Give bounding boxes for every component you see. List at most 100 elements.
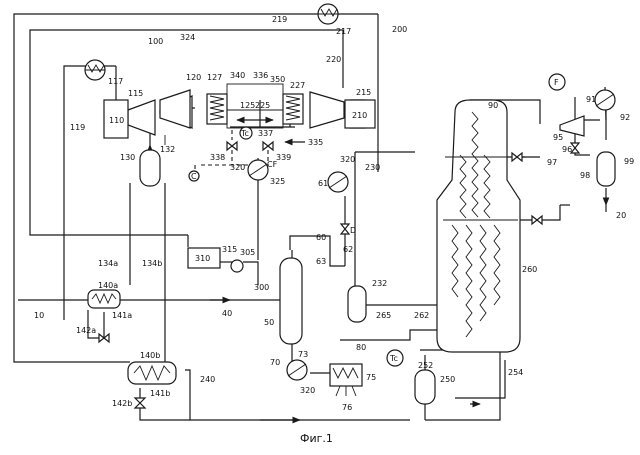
label-76: 76	[342, 403, 352, 412]
label-142a: 142a	[76, 326, 96, 335]
label-134a: 134a	[98, 259, 118, 268]
label-92: 92	[620, 113, 630, 122]
label-61: 61	[318, 179, 328, 188]
label-127: 127	[207, 73, 222, 82]
label-98: 98	[580, 171, 590, 180]
label-200: 200	[392, 25, 407, 34]
label-50: 50	[264, 318, 274, 327]
separator-250	[415, 370, 435, 404]
label-220: 220	[326, 55, 341, 64]
label-75: 75	[366, 373, 376, 382]
exchanger-140b	[128, 362, 176, 384]
separator-99	[597, 152, 615, 186]
labels: 200 219 217 324 100 117 119 115 110 120 …	[34, 15, 634, 412]
label-254: 254	[508, 368, 523, 377]
label-134b: 134b	[142, 259, 162, 268]
label-225: 225	[255, 101, 270, 110]
label-60: 60	[316, 233, 326, 242]
separator-132	[140, 150, 160, 186]
label-62: 62	[343, 245, 353, 254]
label-132: 132	[160, 145, 175, 154]
label-119: 119	[70, 123, 85, 132]
label-230: 230	[365, 163, 380, 172]
label-265: 265	[376, 311, 391, 320]
label-250: 250	[440, 375, 455, 384]
label-320a: 320	[230, 163, 245, 172]
label-320c: 320	[300, 386, 315, 395]
label-91: 91	[586, 95, 596, 104]
heat-exchanger-127	[207, 94, 227, 124]
label-305: 305	[240, 248, 255, 257]
collector-75	[330, 364, 362, 396]
label-240: 240	[200, 375, 215, 384]
heat-exchanger-227	[283, 94, 303, 124]
label-c: C	[191, 172, 197, 181]
label-262: 262	[414, 311, 429, 320]
label-99: 99	[624, 157, 634, 166]
label-339: 339	[276, 153, 291, 162]
label-117: 117	[108, 77, 123, 86]
label-40: 40	[222, 309, 232, 318]
label-20: 20	[616, 211, 626, 220]
cooler-91	[595, 90, 615, 110]
label-140a: 140a	[98, 281, 118, 290]
label-cf: CF	[267, 160, 278, 169]
cooler-117	[85, 60, 105, 80]
label-141b: 141b	[150, 389, 170, 398]
label-tc-1: Tc	[240, 129, 249, 138]
label-96: 96	[562, 145, 572, 154]
cooler-73	[287, 360, 307, 380]
label-310: 310	[195, 254, 210, 263]
label-140b: 140b	[140, 351, 160, 360]
label-120: 120	[186, 73, 201, 82]
label-337: 337	[258, 129, 273, 138]
label-141a: 141a	[112, 311, 132, 320]
label-252: 252	[418, 361, 433, 370]
label-320b: 320	[340, 155, 355, 164]
pump-305	[231, 260, 243, 272]
label-tc-2: Tc	[389, 354, 398, 363]
label-10: 10	[34, 311, 44, 320]
label-95: 95	[553, 133, 563, 142]
cooler-217	[318, 4, 338, 24]
label-80: 80	[356, 343, 366, 352]
label-217: 217	[336, 27, 351, 36]
label-70: 70	[270, 358, 280, 367]
label-215: 215	[356, 88, 371, 97]
label-335: 335	[308, 138, 323, 147]
label-130: 130	[120, 153, 135, 162]
label-210: 210	[352, 111, 367, 120]
label-100: 100	[148, 37, 163, 46]
label-350: 350	[270, 75, 285, 84]
label-324: 324	[180, 33, 195, 42]
label-142b: 142b	[112, 399, 132, 408]
label-325: 325	[270, 177, 285, 186]
label-300: 300	[254, 283, 269, 292]
expander-95	[560, 116, 584, 136]
line-324	[30, 30, 343, 235]
label-125: 125	[240, 101, 255, 110]
label-219: 219	[272, 15, 287, 24]
label-340: 340	[230, 71, 245, 80]
label-115: 115	[128, 89, 143, 98]
label-110: 110	[109, 116, 124, 125]
label-336: 336	[253, 71, 268, 80]
compressor-120	[160, 90, 192, 128]
label-260: 260	[522, 265, 537, 274]
label-90: 90	[488, 101, 498, 110]
label-232: 232	[372, 279, 387, 288]
label-d: D	[350, 226, 356, 235]
compressor-220	[310, 92, 344, 128]
separator-232	[348, 286, 366, 322]
figure-caption: Фиг.1	[300, 432, 333, 445]
label-63: 63	[316, 257, 326, 266]
cooler-61	[328, 172, 348, 192]
cooler-325	[248, 160, 268, 180]
label-97: 97	[547, 158, 557, 167]
label-315: 315	[222, 245, 237, 254]
label-f: F	[554, 78, 559, 87]
label-338: 338	[210, 153, 225, 162]
label-227: 227	[290, 81, 305, 90]
exchanger-140a	[88, 290, 120, 308]
